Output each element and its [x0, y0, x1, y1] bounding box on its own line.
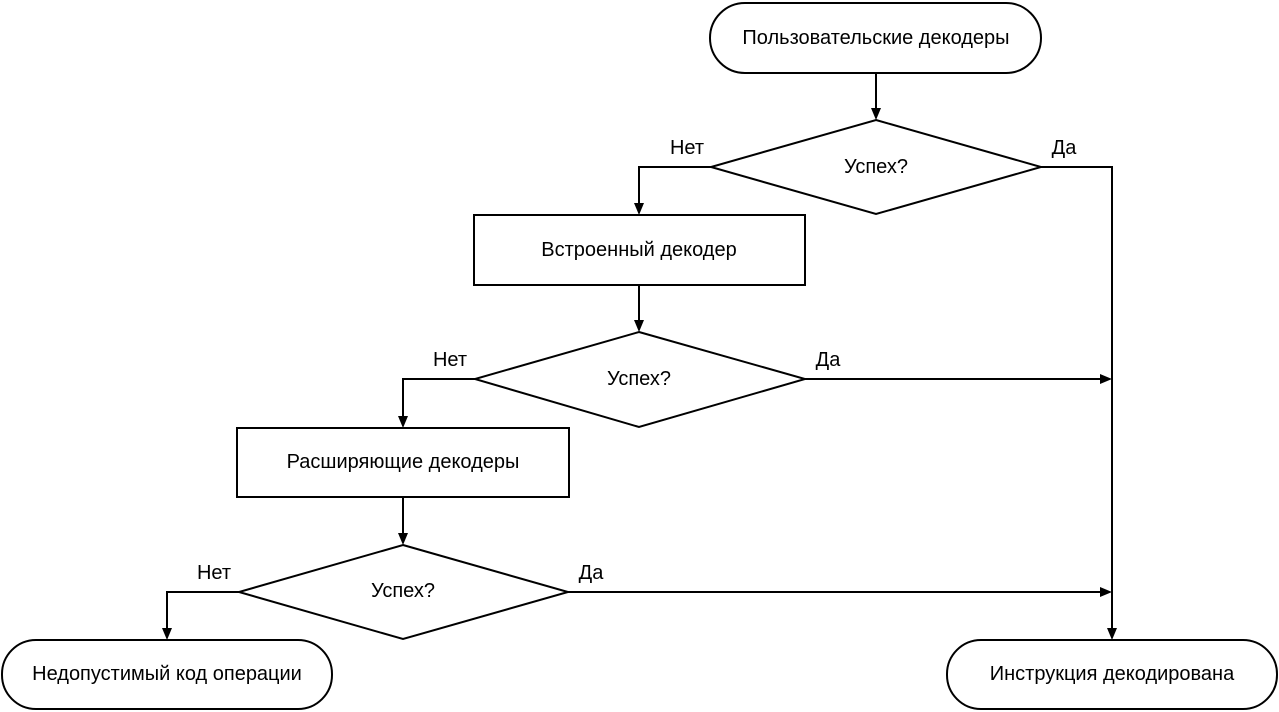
edge-label-check-1-yes: Да: [1052, 137, 1078, 159]
decision-shape: [471, 330, 809, 429]
connector-check-3-no: [166, 591, 239, 630]
decision-node-1-label: Успех?: [844, 156, 908, 178]
arrowhead: [634, 203, 644, 215]
terminator-shape: [946, 639, 1278, 710]
connector-check-1-yes: [1041, 166, 1113, 630]
arrowhead: [398, 416, 408, 428]
decision-node-2-label: Успех?: [607, 368, 671, 390]
arrowhead: [398, 533, 408, 545]
decision-node-2: Успех?: [471, 330, 809, 429]
decision-node-3: Успех?: [235, 543, 572, 641]
process-node-builtin-label: Встроенный декодер: [541, 239, 736, 261]
process-shape: [236, 427, 570, 498]
decision-shape: [235, 543, 572, 641]
connector-check-2-no: [402, 378, 475, 418]
end-node-invalid-label: Недопустимый код операции: [32, 663, 302, 685]
decision-node-3-label: Успех?: [371, 580, 435, 602]
decision-shape: [707, 118, 1045, 216]
process-node-extension-label: Расширяющие декодеры: [287, 451, 520, 473]
terminator-shape: [1, 639, 333, 710]
decision-node-1: Успех?: [707, 118, 1045, 216]
end-node-decoded: Инструкция декодирована: [946, 639, 1278, 710]
process-shape: [473, 214, 806, 286]
start-node-label: Пользовательские декодеры: [742, 27, 1009, 49]
terminator-shape: [709, 2, 1042, 74]
end-node-invalid: Недопустимый код операции: [1, 639, 333, 710]
arrowhead: [634, 320, 644, 332]
process-node-builtin: Встроенный декодер: [473, 214, 806, 286]
arrowhead: [162, 628, 172, 640]
arrowhead: [1107, 628, 1117, 640]
start-node: Пользовательские декодеры: [709, 2, 1042, 74]
edge-label-check-3-yes: Да: [579, 562, 605, 584]
arrowhead: [1100, 587, 1112, 597]
edge-label-check-2-yes: Да: [816, 349, 842, 371]
arrowhead: [871, 108, 881, 120]
edge-label-check-3-no: Нет: [197, 562, 231, 584]
edge-label-check-2-no: Нет: [433, 349, 467, 371]
connector-check-1-no: [638, 166, 711, 205]
arrowhead: [1100, 374, 1112, 384]
end-node-decoded-label: Инструкция декодирована: [990, 663, 1235, 685]
edge-label-check-1-no: Нет: [670, 137, 704, 159]
process-node-extension: Расширяющие декодеры: [236, 427, 570, 498]
